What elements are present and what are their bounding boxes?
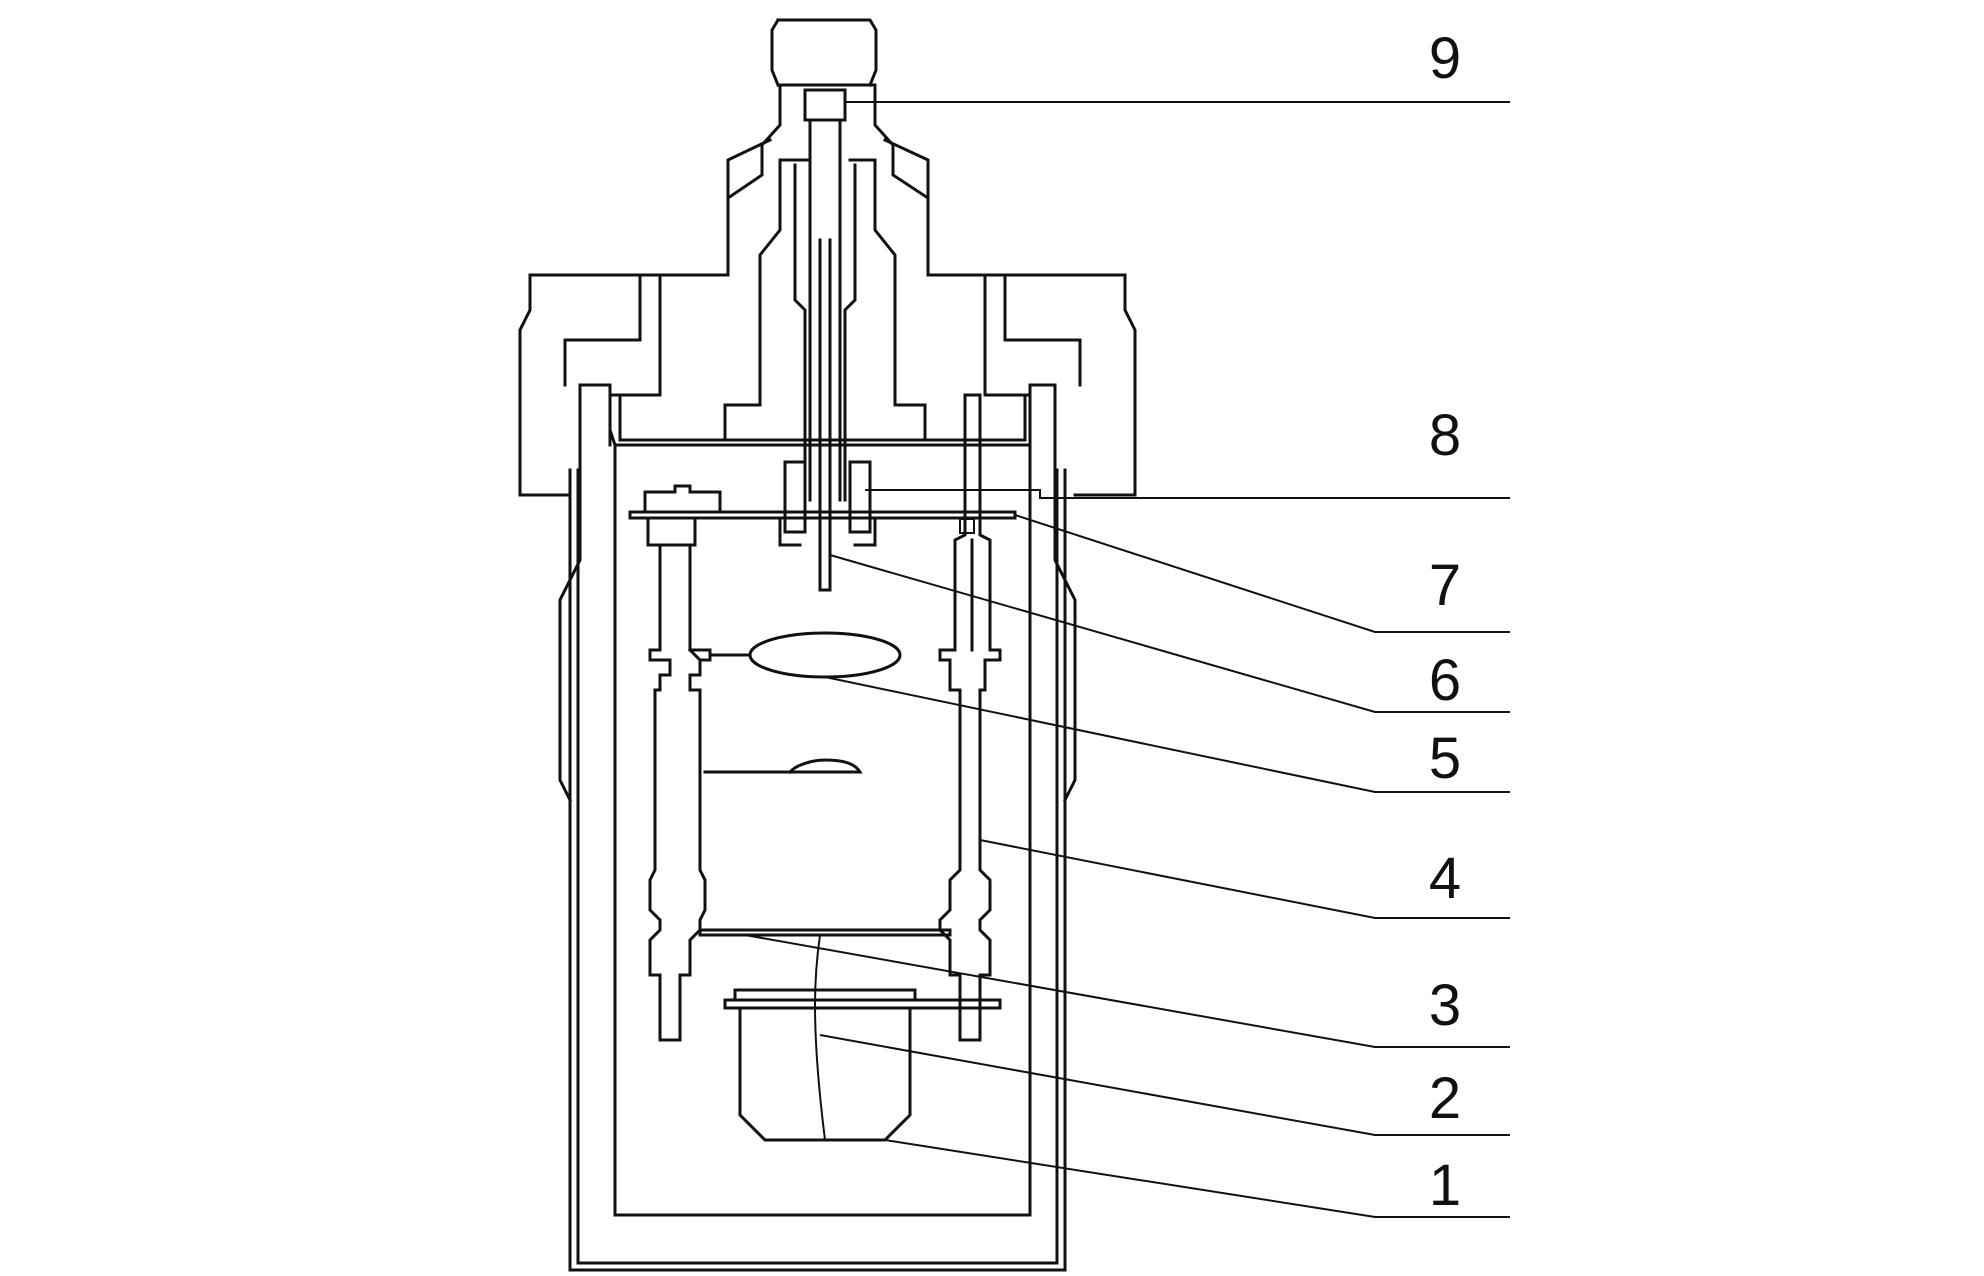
right-support-rod: [938, 393, 1002, 1042]
leader-lines: [744, 101, 1510, 1218]
callout-3: 3: [1429, 973, 1461, 1038]
upper-ellipse-element: [708, 631, 902, 679]
callout-labels: 9 8 7 6 5 4 3 2 1: [1429, 26, 1461, 1218]
callout-5: 5: [1429, 726, 1461, 791]
leader-7: [1014, 514, 1510, 633]
left-support-rod: [646, 516, 712, 1042]
leader-1: [884, 1139, 1510, 1218]
middle-lens-element: [703, 758, 863, 775]
leader-2: [819, 1034, 1510, 1136]
support-plate: [628, 460, 1017, 547]
callout-4: 4: [1429, 846, 1461, 911]
callout-7: 7: [1429, 553, 1461, 618]
leader-3: [744, 934, 1510, 1048]
bottom-cup: [723, 988, 1002, 1142]
leader-6: [829, 554, 1510, 713]
leader-4: [979, 839, 1510, 919]
callout-1: 1: [1429, 1153, 1461, 1218]
leader-5: [824, 676, 1510, 793]
callout-2: 2: [1429, 1066, 1461, 1131]
callout-9: 9: [1429, 26, 1461, 91]
top-flange: [518, 17, 1137, 592]
leader-8: [865, 489, 1510, 499]
outer-housing: [558, 383, 1077, 1272]
callout-6: 6: [1429, 648, 1461, 713]
callout-8: 8: [1429, 403, 1461, 468]
